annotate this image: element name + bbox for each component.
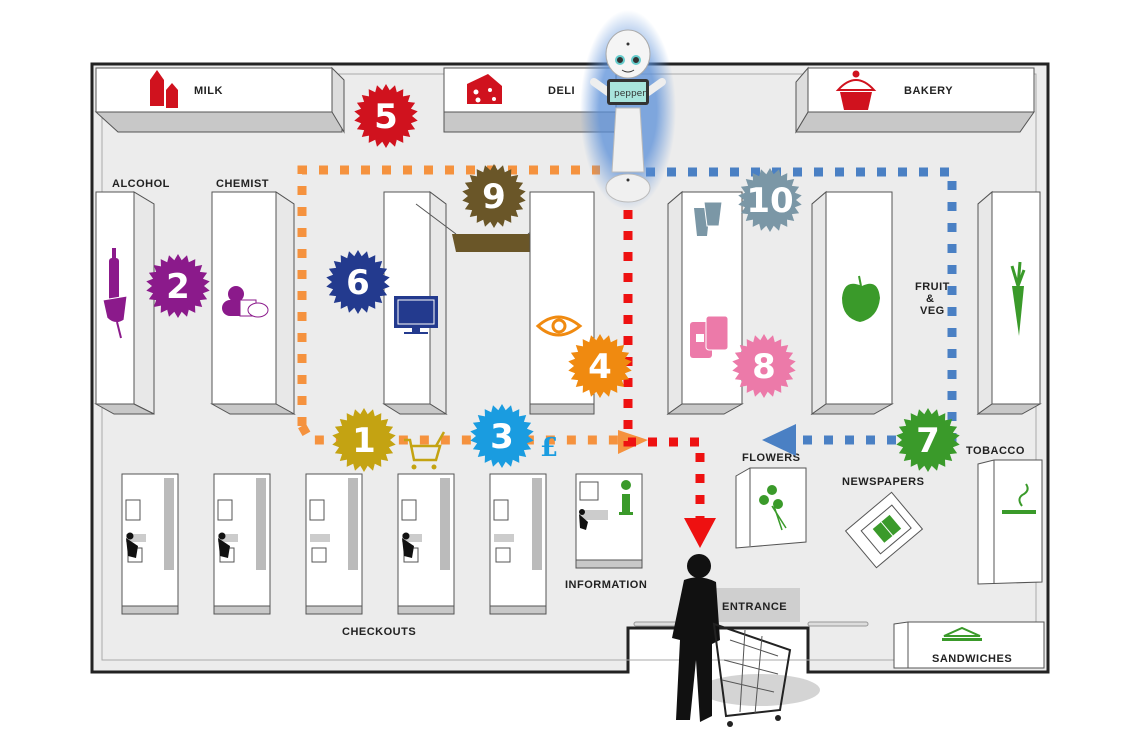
badge-starburst (732, 334, 796, 398)
number-badges: 1 2 3 4 5 6 7 8 9 10 (146, 84, 960, 472)
checkout-counter (121, 473, 179, 615)
shopper-silhouette (672, 554, 820, 727)
checkout-counter (397, 473, 455, 615)
chemist-label: CHEMIST (216, 178, 269, 190)
information-desk (575, 473, 643, 569)
badge-8: 8 (732, 334, 796, 398)
cupcake-icon (835, 70, 877, 110)
badge-starburst (332, 408, 396, 472)
badge-starburst (470, 404, 534, 468)
checkout-counter (305, 473, 363, 615)
badge-starburst (146, 254, 210, 318)
newspapers-label: NEWSPAPERS (842, 476, 924, 488)
route-orange (297, 165, 618, 445)
route-blue-arrow (762, 424, 796, 456)
badge-9: 9 (462, 164, 526, 228)
wine-icon (102, 248, 128, 339)
aisle-chemist (210, 191, 296, 415)
checkout-counter (213, 473, 271, 615)
cans-icon (690, 315, 729, 358)
aisle-electronics (382, 191, 448, 415)
badge-6: 6 (326, 250, 390, 314)
svg-text:VEG: VEG (920, 305, 945, 317)
bakery-label: BAKERY (904, 85, 953, 97)
badge-number: 7 (916, 421, 940, 461)
badge-7: 7 (896, 408, 960, 472)
flowers-label: FLOWERS (742, 452, 801, 464)
badge-number: 3 (490, 417, 514, 457)
sandwiches-label: SANDWICHES (932, 653, 1012, 665)
sandwich-icon (942, 626, 982, 641)
badge-2: 2 (146, 254, 210, 318)
entrance-label: ENTRANCE (722, 601, 787, 613)
milk-carton-icon (150, 70, 178, 108)
aisle-fruit (810, 190, 894, 415)
alcohol-label: ALCOHOL (112, 178, 170, 190)
entrance: ENTRANCE (633, 588, 869, 627)
badge-starburst (738, 168, 802, 232)
badge-starburst (568, 334, 632, 398)
badge-number: 8 (752, 347, 776, 387)
badge-number: 5 (374, 97, 398, 137)
flowers-stand (735, 467, 807, 549)
bakery-counter: BAKERY (795, 66, 1035, 134)
badge-starburst (326, 250, 390, 314)
tv-icon (394, 296, 438, 334)
badge-number: 6 (346, 263, 370, 303)
pound-icon: £ (540, 433, 558, 463)
badge-number: 2 (166, 267, 190, 307)
newspaper-icon (872, 514, 902, 543)
staff-silhouette-icon (579, 509, 588, 530)
carrot-icon (1010, 261, 1026, 336)
apple-icon (842, 275, 880, 322)
badge-4: 4 (568, 334, 632, 398)
badge-starburst (354, 84, 418, 148)
tobacco-label: TOBACCO (966, 445, 1025, 457)
tobacco-stand (977, 459, 1043, 585)
deli-label: DELI (548, 85, 575, 97)
svg-text:FRUIT: FRUIT (915, 281, 950, 293)
newspapers-stand (844, 491, 924, 569)
badge-10: 10 (738, 168, 802, 232)
route-blue (646, 167, 957, 445)
bouquet-icon (759, 485, 787, 531)
aisle-veg (976, 190, 1042, 415)
badge-number: 1 (352, 421, 376, 461)
cigarette-icon (1002, 483, 1036, 514)
info-icon (619, 480, 633, 515)
badge-3: 3 (470, 404, 534, 468)
checkout-counter (489, 473, 547, 615)
badge-number: 10 (746, 181, 793, 221)
aisle-alcohol (94, 191, 155, 415)
aisle-cupboard (666, 190, 744, 415)
badge-number: 9 (482, 177, 506, 217)
pepper-tablet-text: pepper (614, 89, 646, 99)
milk-counter: MILK (94, 66, 345, 134)
svg-text:&: & (926, 293, 934, 305)
shopping-trolley-icon (712, 622, 792, 727)
cashier-silhouette-icon (126, 532, 138, 558)
cashier-silhouette-icon (218, 532, 230, 558)
badge-starburst (462, 164, 526, 228)
badge-1: 1 (332, 408, 396, 472)
badge-starburst (896, 408, 960, 472)
milk-label: MILK (194, 85, 223, 97)
badge-number: 4 (588, 347, 612, 387)
sandwiches-counter: SANDWICHES (893, 621, 1045, 669)
pepper-robot: pepper (580, 10, 676, 210)
shopping-cart-icon (404, 431, 446, 470)
checkouts-label: CHECKOUTS (342, 626, 416, 638)
badge-5: 5 (354, 84, 418, 148)
route-red-arrow (684, 518, 716, 548)
cups-icon (694, 201, 723, 236)
pills-icon (222, 286, 269, 318)
cashier-silhouette-icon (402, 532, 414, 558)
fruit-veg-label: FRUIT & VEG (915, 281, 950, 317)
information-label: INFORMATION (565, 579, 647, 591)
routes (297, 165, 957, 548)
eye-icon (535, 315, 583, 337)
checkouts (121, 473, 547, 615)
cheese-icon (467, 74, 502, 104)
